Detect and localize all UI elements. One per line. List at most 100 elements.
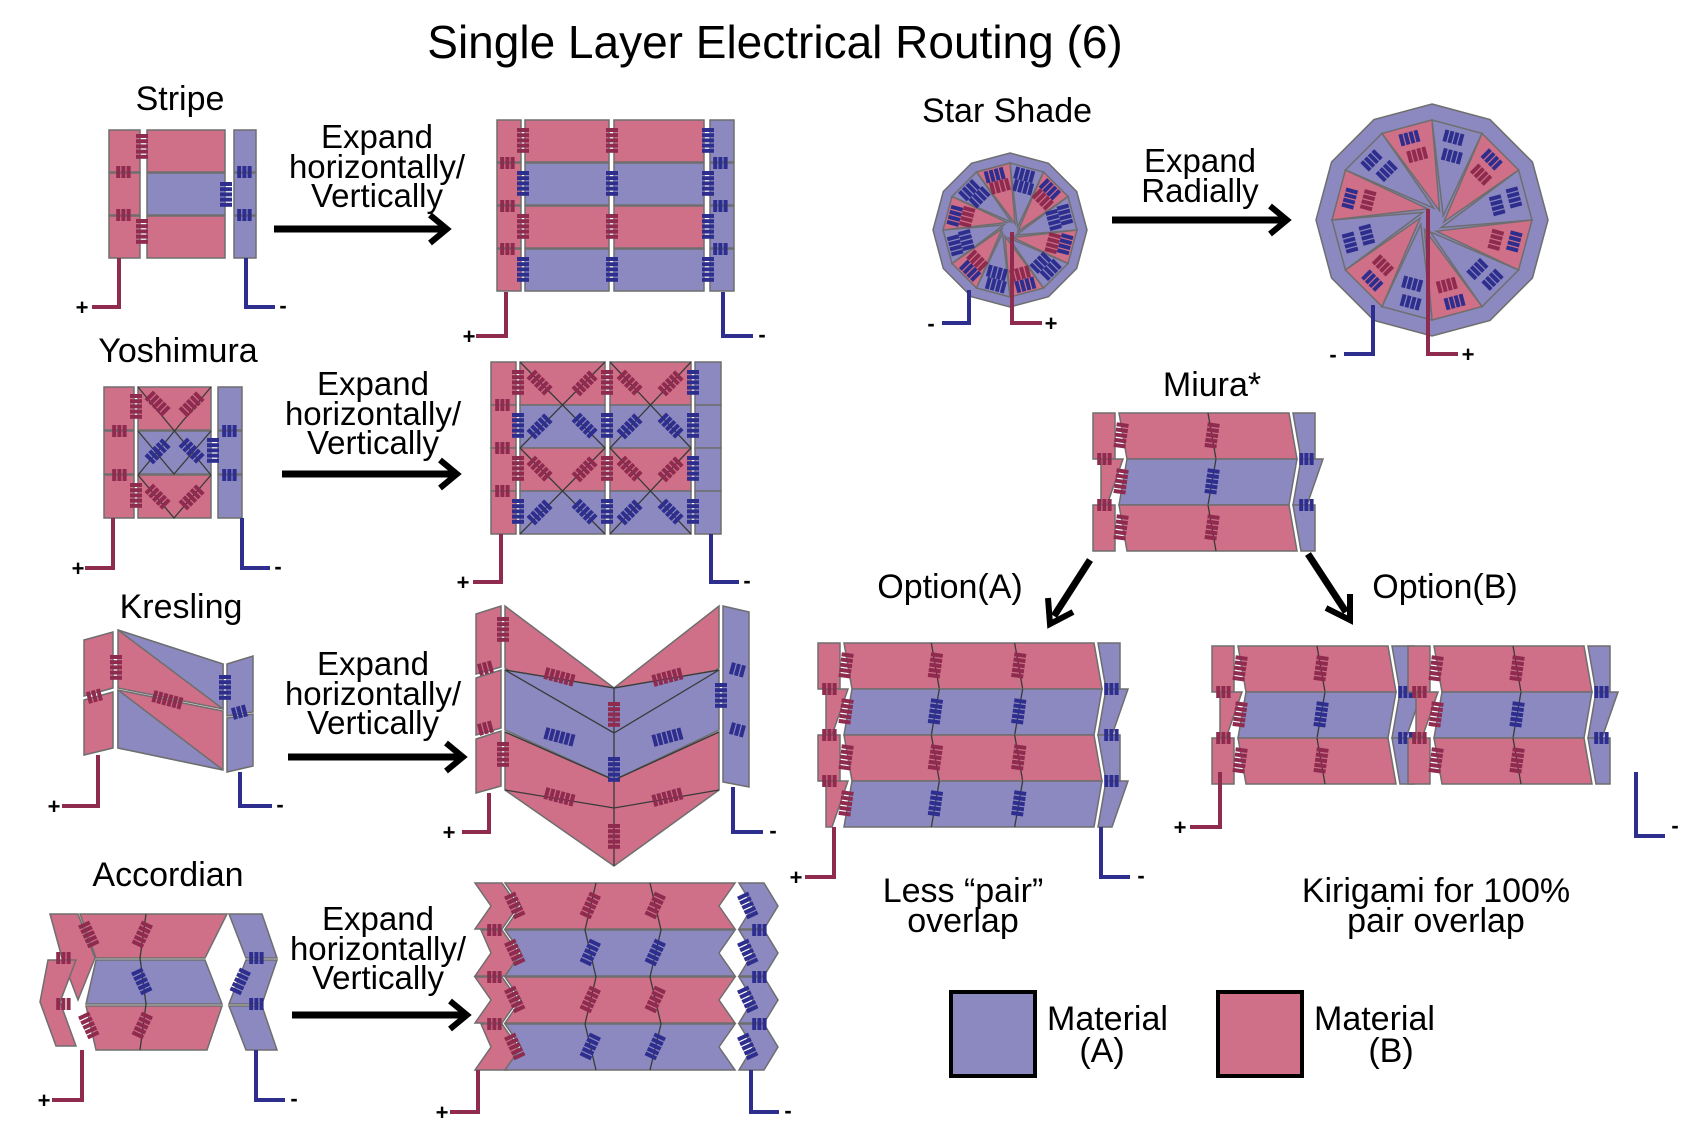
component-pad xyxy=(1488,238,1502,246)
component-pad xyxy=(627,503,639,515)
routing-component xyxy=(715,683,727,708)
component-pad xyxy=(1013,698,1027,704)
component-pad xyxy=(1412,732,1417,744)
panel xyxy=(490,490,517,535)
routing-component xyxy=(644,1032,666,1061)
svg-text:Vertically: Vertically xyxy=(307,424,440,461)
routing-component xyxy=(657,412,684,439)
component-pad xyxy=(155,401,167,413)
component-pad xyxy=(718,200,723,212)
component-pad xyxy=(723,243,728,255)
component-pad xyxy=(171,695,179,709)
panel xyxy=(475,729,502,794)
component-pad xyxy=(687,375,699,380)
component-pad xyxy=(242,166,247,178)
component-pad xyxy=(1029,262,1041,274)
component-pad xyxy=(86,939,100,949)
component-pad xyxy=(110,665,122,670)
component-pad xyxy=(1022,181,1030,195)
component-pad xyxy=(664,419,677,432)
component-pad xyxy=(1018,167,1026,181)
component-pad xyxy=(578,377,591,390)
component-pad xyxy=(56,952,61,964)
component-pad xyxy=(563,792,571,806)
routing-component xyxy=(512,499,524,524)
component-pad xyxy=(687,471,699,476)
component-pad xyxy=(666,670,674,683)
component-pad xyxy=(588,938,601,948)
component-pad xyxy=(1422,732,1427,744)
component-pad xyxy=(84,934,98,944)
component-pad xyxy=(1428,767,1441,774)
component-pad xyxy=(608,834,620,839)
component-pad xyxy=(950,204,964,212)
component-pad xyxy=(960,215,973,223)
component-pad xyxy=(608,839,620,844)
component-pad xyxy=(631,413,643,425)
component-pad xyxy=(517,267,529,272)
component-pad xyxy=(130,414,142,419)
component-pad xyxy=(657,412,669,424)
component-pad xyxy=(702,214,714,218)
routing-component xyxy=(616,413,643,440)
component-pad xyxy=(136,149,148,154)
component-pad xyxy=(1113,488,1126,495)
star-shade-expanded-diagram xyxy=(1315,103,1549,356)
component-pad xyxy=(728,722,736,735)
routing-component xyxy=(504,1032,526,1061)
component-pad xyxy=(581,1046,595,1056)
component-pad xyxy=(1599,732,1604,744)
component-pad xyxy=(1359,204,1373,212)
component-pad xyxy=(608,767,620,772)
component-pad xyxy=(254,952,259,964)
component-pad xyxy=(1492,209,1506,217)
lead-trace xyxy=(1634,772,1665,838)
component-pad xyxy=(1003,178,1011,191)
terminal-positive: + xyxy=(72,556,85,581)
component-pad xyxy=(517,186,529,191)
panel xyxy=(233,172,257,216)
component-pad xyxy=(606,138,618,143)
component-pad xyxy=(1480,174,1493,186)
svg-text:Vertically: Vertically xyxy=(307,704,440,741)
component-pad xyxy=(620,459,632,471)
component-pad xyxy=(1375,170,1387,183)
routing-component xyxy=(657,370,684,397)
routing-component xyxy=(702,128,714,153)
component-pad xyxy=(702,262,714,267)
component-pad xyxy=(839,800,853,807)
component-pad xyxy=(840,657,854,664)
component-pad xyxy=(1492,268,1504,280)
svg-text:Expand: Expand xyxy=(317,645,429,682)
component-pad xyxy=(238,967,251,977)
component-pad xyxy=(1361,233,1374,241)
component-pad xyxy=(999,280,1007,294)
routing-component xyxy=(927,790,944,817)
svg-text:Expand: Expand xyxy=(1144,142,1256,179)
component-pad xyxy=(1046,213,1060,221)
miura-left-strip xyxy=(1092,504,1116,552)
lead-trace xyxy=(1426,209,1458,356)
component-pad xyxy=(1431,655,1444,661)
component-pad xyxy=(657,471,669,483)
routing-component xyxy=(517,257,529,282)
panel xyxy=(146,215,226,259)
component-pad xyxy=(193,452,205,464)
component-pad xyxy=(718,157,723,169)
component-pad xyxy=(575,502,587,514)
routing-component xyxy=(500,243,515,255)
routing-component xyxy=(526,369,553,396)
component-pad xyxy=(1398,133,1406,147)
option-b-label: Option(B) xyxy=(1372,568,1518,606)
routing-component xyxy=(737,891,759,920)
routing-component xyxy=(1428,701,1444,728)
component-pad xyxy=(537,380,549,392)
component-pad xyxy=(1491,204,1505,212)
component-pad xyxy=(757,971,762,983)
component-pad xyxy=(1014,267,1022,281)
component-pad xyxy=(1594,686,1599,698)
component-pad xyxy=(517,262,529,267)
component-pad xyxy=(166,694,174,707)
lead-trace xyxy=(62,755,100,808)
routing-component xyxy=(495,485,510,497)
